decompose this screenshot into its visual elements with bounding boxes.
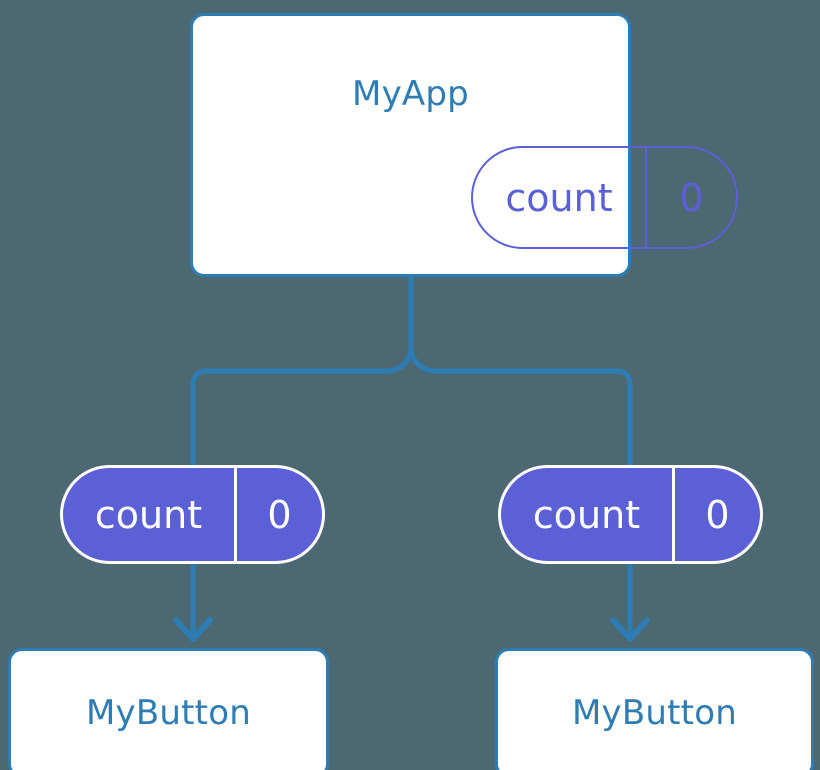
root-component-label: MyApp [352,74,469,114]
root-state-value: 0 [645,148,736,247]
root-state-key: count [505,175,613,220]
branch-left-state-key: count [94,492,203,537]
branch-left-state-pill[interactable]: count 0 [60,465,325,564]
arrowhead-left [173,617,213,642]
branch-right-state-key: count [532,492,641,537]
branch-left-state-value: 0 [234,468,322,561]
arrowhead-right [610,617,650,642]
branch-right-state-pill[interactable]: count 0 [498,465,763,564]
root-component-myapp[interactable]: MyApp count 0 [190,13,738,277]
child-component-left-label: MyButton [86,693,251,733]
child-component-right-label: MyButton [572,693,737,733]
root-state-pill[interactable]: count 0 [471,146,738,249]
connector-branch-left [190,346,414,468]
branch-right-state-value: 0 [672,468,760,561]
child-component-mybutton-left[interactable]: MyButton [8,648,329,770]
connector-branch-right [408,346,633,468]
child-component-mybutton-right[interactable]: MyButton [495,648,814,770]
